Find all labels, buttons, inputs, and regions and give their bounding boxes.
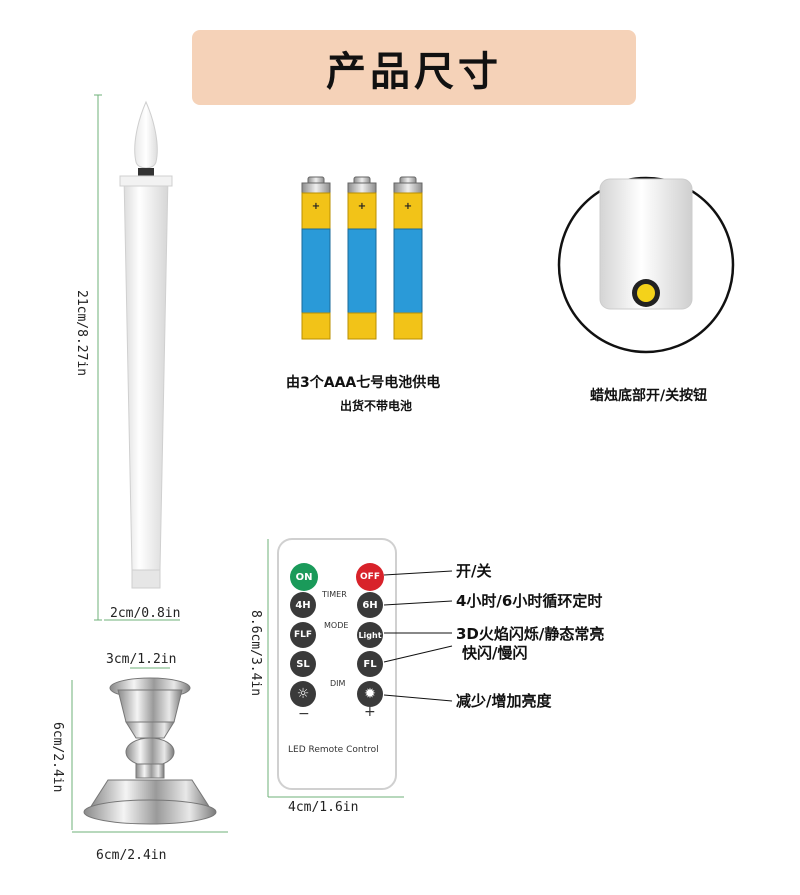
candle-holder-illustration	[71, 667, 228, 833]
remote-light-button[interactable]: Light	[357, 622, 383, 648]
battery-caption-primary: 由3个AAA七号电池供电	[286, 375, 441, 391]
title-banner: 产品尺寸	[192, 30, 636, 105]
page-title: 产品尺寸	[326, 48, 502, 95]
remote-dim-down-button[interactable]: ☼	[290, 681, 316, 707]
remote-dim-label: DIM	[330, 679, 346, 688]
bottom-switch-illustration	[557, 176, 735, 354]
remote-timer-label: TIMER	[322, 590, 347, 599]
remote-minus-label: −	[298, 706, 310, 722]
remote-plus-label: +	[364, 704, 376, 720]
holder-top-label: 3cm/1.2in	[106, 652, 177, 667]
sun-dim-icon: ☼	[296, 686, 310, 702]
remote-sl-button[interactable]: SL	[290, 651, 316, 677]
switch-caption: 蜡烛底部开/关按钮	[590, 388, 708, 404]
holder-height-label: 6cm/2.4in	[50, 722, 65, 793]
remote-6h-button[interactable]: 6H	[357, 592, 383, 618]
battery-caption-secondary: 出货不带电池	[340, 399, 413, 413]
remote-mode-label: MODE	[324, 621, 349, 630]
holder-base-label: 6cm/2.4in	[96, 848, 167, 863]
remote-height-label: 8.6cm/3.4in	[248, 610, 263, 697]
remote-4h-button[interactable]: 4H	[290, 592, 316, 618]
remote-dim-up-button[interactable]: ✹	[357, 681, 383, 707]
legend-dim: 减少/增加亮度	[456, 692, 552, 710]
remote-off-button[interactable]: OFF	[356, 563, 384, 591]
candle-height-label: 21cm/8.27in	[74, 290, 89, 377]
legend-leader-lines	[383, 570, 453, 702]
remote-on-button[interactable]: ON	[290, 563, 318, 591]
remote-fl-button[interactable]: FL	[357, 651, 383, 677]
legend-timer: 4小时/6小时循环定时	[456, 592, 603, 610]
svg-text:+: +	[312, 201, 320, 212]
remote-footer-text: LED Remote Control	[288, 745, 379, 755]
candle-width-label: 2cm/0.8in	[110, 606, 181, 621]
candle-illustration	[94, 94, 180, 621]
batteries-illustration: +	[301, 176, 423, 340]
legend-mode-line2: 快闪/慢闪	[462, 644, 528, 662]
remote-width-label: 4cm/1.6in	[288, 800, 359, 815]
sun-bright-icon: ✹	[364, 686, 376, 702]
legend-on-off: 开/关	[456, 562, 492, 580]
remote-flf-button[interactable]: FLF	[290, 622, 316, 648]
legend-mode-line1: 3D火焰闪烁/静态常亮	[456, 625, 605, 643]
